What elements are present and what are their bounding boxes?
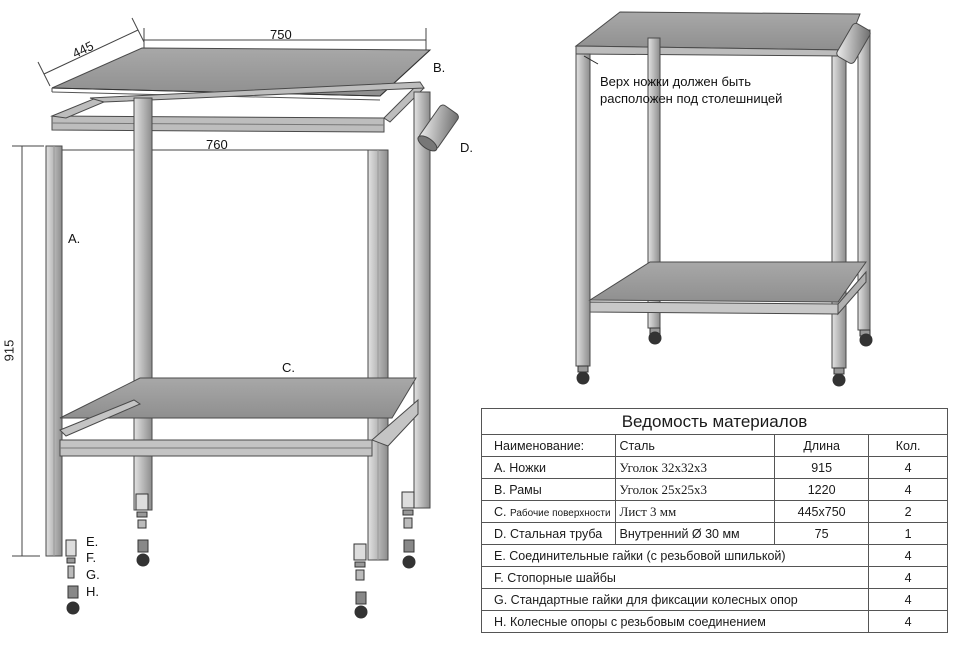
- bom-cell-name: A. Ножки: [481, 456, 616, 479]
- part-label-h: H.: [86, 584, 99, 599]
- bom-cell-qty: 4: [868, 456, 948, 479]
- bill-of-materials-table: Ведомость материалов Наименование: Сталь…: [480, 408, 948, 633]
- exploded-view: [12, 17, 459, 619]
- caster-left: [65, 539, 80, 615]
- bom-cell-name: C. Рабочие поверхности: [481, 500, 616, 523]
- bom-header-length: Длина: [774, 434, 870, 457]
- bom-cell-qty: 1: [868, 522, 948, 545]
- bom-cell-material: Уголок 32x32x3: [614, 456, 776, 479]
- bom-cell-length: 915: [774, 456, 870, 479]
- bom-cell-qty: 4: [868, 610, 948, 633]
- steel-tube: [417, 104, 459, 152]
- bom-cell-length: 445x750: [774, 500, 870, 523]
- lower-shelf: [59, 377, 417, 419]
- bom-cell-length: 1220: [774, 478, 870, 501]
- dim-top-width: 750: [270, 27, 292, 42]
- caster-back-left: [135, 493, 150, 567]
- assembled-casters: [576, 327, 873, 387]
- part-label-b: B.: [433, 60, 446, 75]
- bom-cell-qty: 4: [868, 588, 948, 611]
- assembled-shelf: [588, 261, 867, 303]
- bom-cell-name: E. Соединительные гайки (с резьбовой шпи…: [480, 544, 870, 567]
- table-row: G. Стандартные гайки для фиксации колесн…: [480, 588, 948, 611]
- bom-header-material: Сталь: [614, 434, 776, 457]
- assembled-leg-front-left: [575, 53, 591, 367]
- bom-cell-qty: 2: [868, 500, 948, 523]
- bom-title-row: Ведомость материалов: [481, 408, 948, 435]
- part-label-a: A.: [68, 231, 81, 246]
- bom-cell-qty: 4: [868, 566, 948, 589]
- part-label-g: G.: [86, 567, 100, 582]
- bom-cell-qty: 4: [868, 544, 948, 567]
- part-label-d: D.: [460, 140, 473, 155]
- assembled-leg-front-right: [831, 55, 847, 369]
- bom-cell-material: Внутренний Ø 30 мм: [614, 522, 776, 545]
- assembled-tube: [836, 22, 871, 64]
- bom-cell-name: B. Рамы: [481, 478, 616, 501]
- dimension-line-445: [37, 17, 145, 87]
- table-row: H. Колесные опоры с резьбовым соединение…: [480, 610, 948, 633]
- table-row: E. Соединительные гайки (с резьбовой шпи…: [480, 544, 948, 567]
- table-row: A. Ножки Уголок 32x32x3 915 4: [481, 456, 948, 479]
- dim-frame-width: 760: [206, 137, 228, 152]
- bom-cell-name-letter: C.: [494, 504, 507, 519]
- bom-cell-name-extra: Рабочие поверхности: [509, 507, 611, 519]
- caster-front-right: [353, 543, 368, 619]
- bom-cell-qty: 4: [868, 478, 948, 501]
- table-row: B. Рамы Уголок 25x25x3 1220 4: [481, 478, 948, 501]
- bom-cell-name: H. Колесные опоры с резьбовым соединение…: [480, 610, 870, 633]
- part-label-e: E.: [86, 534, 99, 549]
- assembly-note: Верх ножки должен быть расположен под ст…: [600, 73, 782, 107]
- dimension-line-915: [12, 145, 44, 557]
- assembly-note-line1: Верх ножки должен быть: [600, 74, 751, 89]
- bom-cell-name: F. Стопорные шайбы: [480, 566, 870, 589]
- bom-header-name: Наименование:: [481, 434, 616, 457]
- bom-cell-material: Лист 3 мм: [614, 500, 776, 523]
- table-row: F. Стопорные шайбы 4: [480, 566, 948, 589]
- table-row: D. Стальная труба Внутренний Ø 30 мм 75 …: [481, 522, 948, 545]
- assembled-view: [574, 11, 873, 387]
- part-label-f: F.: [86, 550, 97, 565]
- table-row: C. Рабочие поверхности Лист 3 мм 445x750…: [481, 500, 948, 523]
- caster-back-right: [401, 491, 416, 569]
- lower-frame: [59, 398, 419, 457]
- bom-header-qty: Кол.: [868, 434, 948, 457]
- assembly-note-line2: расположен под столешницей: [600, 91, 783, 106]
- bom-cell-length: 75: [774, 522, 870, 545]
- leg-back-right: [413, 91, 431, 509]
- dim-height: 915: [1, 339, 17, 362]
- assembled-top: [574, 11, 861, 51]
- bom-cell-name: G. Стандартные гайки для фиксации колесн…: [480, 588, 870, 611]
- bom-header-row: Наименование: Сталь Длина Кол.: [481, 434, 948, 457]
- bom-title: Ведомость материалов: [481, 408, 948, 435]
- part-label-c: C.: [282, 360, 295, 375]
- bom-cell-material: Уголок 25x25x3: [614, 478, 776, 501]
- bom-cell-name: D. Стальная труба: [481, 522, 616, 545]
